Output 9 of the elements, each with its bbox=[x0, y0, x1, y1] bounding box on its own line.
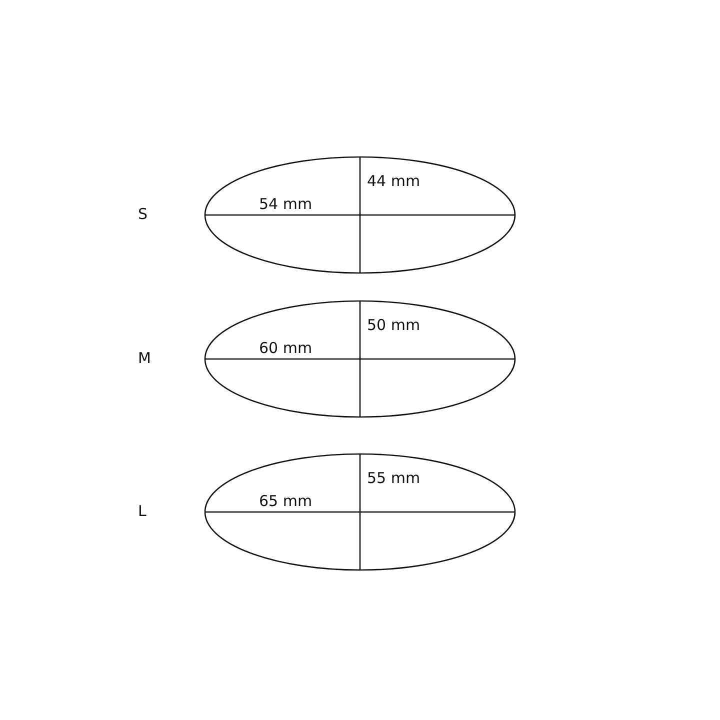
dimension-label: 50 mm bbox=[367, 316, 420, 334]
dimension-label: 54 mm bbox=[259, 195, 312, 213]
dimension-label: 55 mm bbox=[367, 469, 420, 487]
size-label: S bbox=[138, 205, 148, 223]
dimension-label: 60 mm bbox=[259, 339, 312, 357]
size-label: L bbox=[138, 502, 146, 520]
size-label: M bbox=[138, 349, 151, 367]
dimension-label: 65 mm bbox=[259, 492, 312, 510]
dimension-label: 44 mm bbox=[367, 172, 420, 190]
